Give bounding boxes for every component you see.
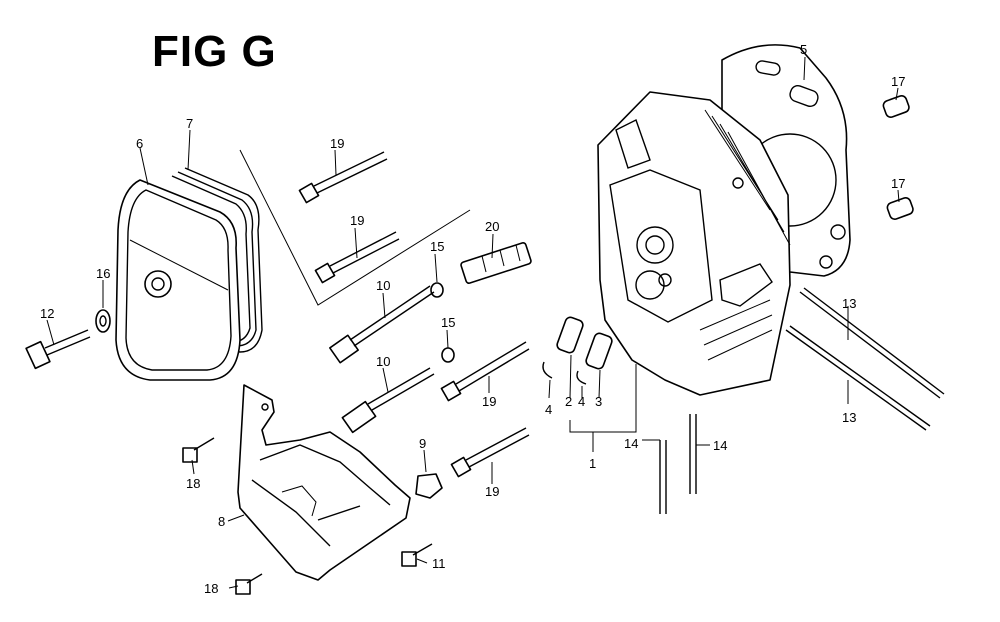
part-20-spark-plug [460,242,532,284]
divider-lines [239,149,471,306]
callout-5: 5 [800,42,807,57]
part-9-clip [415,473,443,499]
part-19-bolt-middle [314,231,400,284]
callout-10-b: 10 [376,354,390,369]
part-14-stud-left [659,440,667,514]
callout-7: 7 [186,116,193,131]
callout-14-b: 14 [713,438,727,453]
callout-15-a: 15 [430,239,444,254]
callout-12: 12 [40,306,54,321]
callout-13-a: 13 [842,296,856,311]
part-8-bracket [237,384,411,581]
callout-19-b: 19 [350,213,364,228]
callout-13-b: 13 [842,410,856,425]
figure-title: FIG G [152,27,277,76]
part-10-stud-upper [329,285,435,364]
callout-4-a: 4 [545,402,552,417]
part-19-bolt-lower-b [450,427,530,478]
part-6-valve-cover [115,179,241,381]
callout-17-a: 17 [891,74,905,89]
part-17-dowel-upper [882,94,910,118]
callout-20: 20 [485,219,499,234]
callout-17-b: 17 [891,176,905,191]
callout-2: 2 [565,394,572,409]
callout-18-a: 18 [186,476,200,491]
callout-8: 8 [218,514,225,529]
part-14-stud-right [689,414,697,494]
callout-14-a: 14 [624,436,638,451]
part-17-dowel-lower [886,196,914,220]
part-19-bolt-lower-a [440,341,530,402]
callout-19-c: 19 [482,394,496,409]
part-18-bolt-lower [235,573,263,595]
part-16-washer [95,309,111,333]
callout-4-b: 4 [578,394,585,409]
part-10-stud-lower [341,367,435,434]
part-11-bolt [401,543,433,567]
callout-16: 16 [96,266,110,281]
part-12-bolt [25,329,91,370]
callout-labels: 6 7 16 12 19 19 20 15 15 10 10 19 19 9 1… [40,42,905,596]
part-3-valve-guide [585,332,613,370]
callout-10-a: 10 [376,278,390,293]
part-13-stud-upper [799,287,945,399]
callout-19-a: 19 [330,136,344,151]
part-13-stud-lower [785,325,931,431]
part-15-washers [430,282,455,363]
callout-9: 9 [419,436,426,451]
cylinder-head [597,91,791,396]
part-19-bolt-upper [298,151,388,204]
part-18-bolt-upper [182,437,215,463]
callout-19-d: 19 [485,484,499,499]
leader-lines [46,56,900,589]
callout-11: 11 [432,556,446,571]
callout-1: 1 [589,456,596,471]
callout-18-b: 18 [204,581,218,596]
part-2-valve-guide [556,316,584,354]
callout-6: 6 [136,136,143,151]
callout-15-b: 15 [441,315,455,330]
callout-3: 3 [595,394,602,409]
part-4-clips [542,361,587,385]
